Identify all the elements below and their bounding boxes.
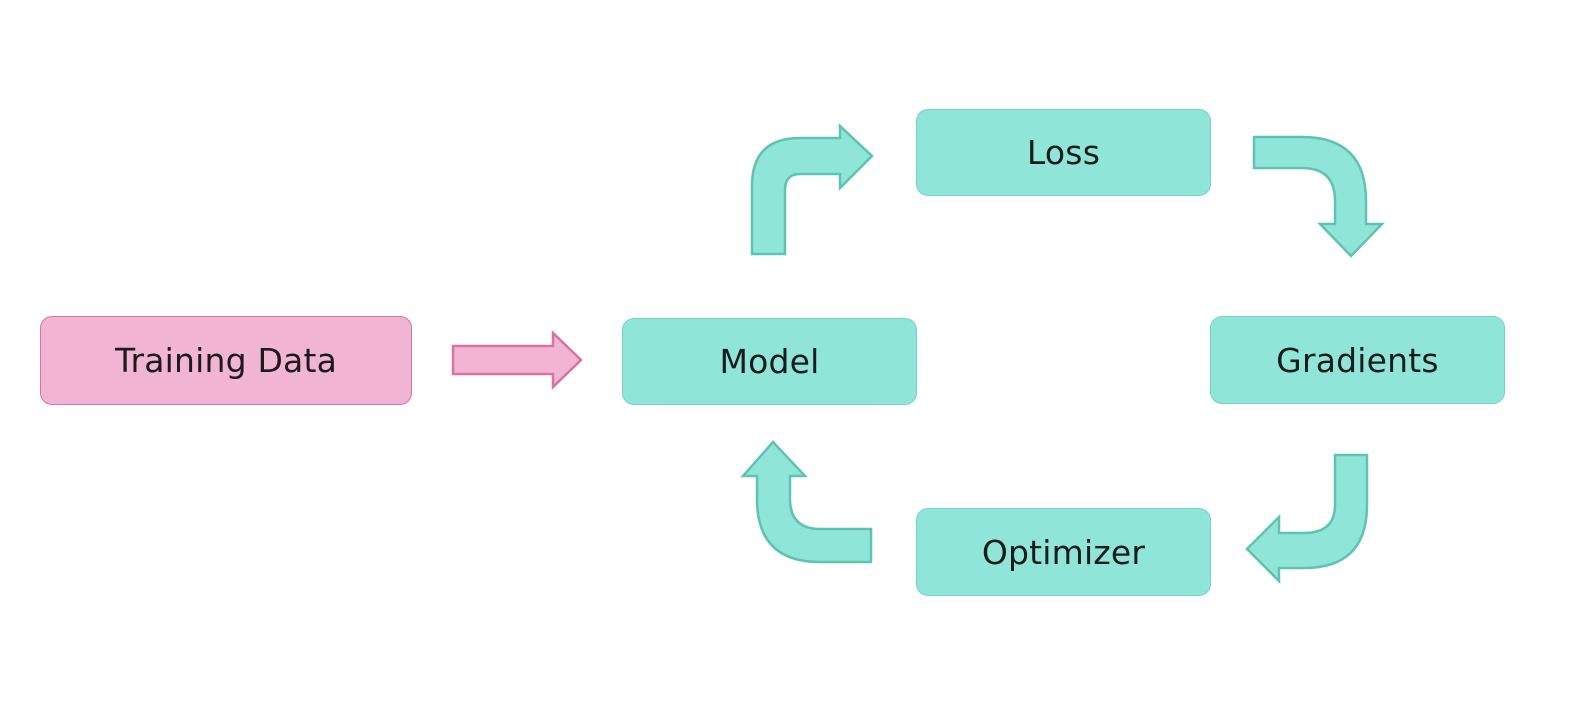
optimizer-label: Optimizer: [981, 532, 1146, 572]
arrow-training-data-to-model: [451, 330, 583, 390]
gradients-node: Gradients: [1210, 316, 1505, 404]
arrow-optimizer-to-model: [740, 440, 873, 564]
arrow-gradients-to-optimizer: [1245, 453, 1369, 585]
loss-label: Loss: [1026, 133, 1101, 172]
gradients-label: Gradients: [1276, 340, 1439, 380]
loss-node: Loss: [916, 109, 1211, 196]
model-label: Model: [719, 342, 820, 381]
training-data-label: Training Data: [114, 341, 338, 380]
training-data-node: Training Data: [40, 316, 412, 405]
optimizer-node: Optimizer: [916, 508, 1211, 596]
arrow-model-to-loss: [750, 123, 874, 256]
model-node: Model: [622, 318, 917, 405]
arrow-loss-to-gradients: [1252, 135, 1385, 258]
